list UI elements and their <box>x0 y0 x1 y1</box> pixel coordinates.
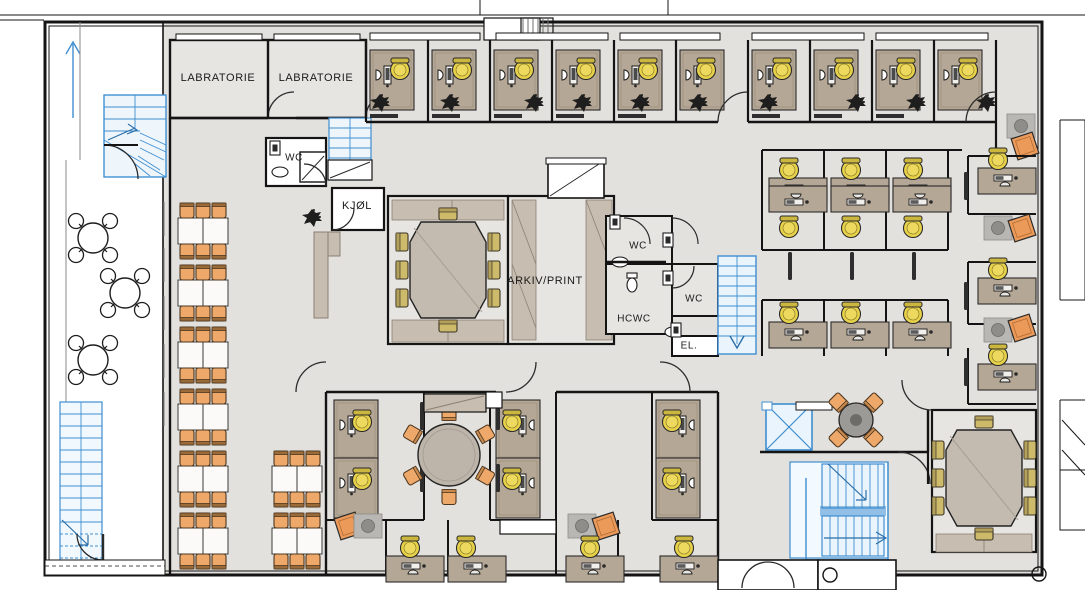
stair-straight-east <box>717 255 757 355</box>
office-cluster-south <box>295 361 720 583</box>
office-unit <box>369 49 415 118</box>
door-swing-north-corridor <box>717 91 749 123</box>
room-label-lab-1: LABRATORIE <box>181 72 256 84</box>
core-south <box>760 392 931 561</box>
office-row-east <box>964 147 1037 405</box>
office-unit <box>751 49 797 118</box>
room-labels: LABRATORIE LABRATORIE WC KJØL ARKIV/PRIN… <box>181 72 703 352</box>
right-context-lines <box>1059 119 1085 531</box>
office-unit <box>431 49 477 118</box>
open-plan-east <box>761 149 962 356</box>
room-label-wc-mid: WC <box>629 241 647 252</box>
room-label-hcwc: HCWC <box>617 314 651 325</box>
office-unit <box>495 457 541 519</box>
room-label-wc-top: WC <box>285 153 303 164</box>
office-unit <box>495 399 541 461</box>
office-row-northeast <box>746 32 1040 161</box>
office-unit <box>617 49 663 118</box>
office-row-north <box>364 32 749 124</box>
entrance-south <box>44 559 1047 590</box>
office-unit <box>655 457 701 519</box>
meeting-room-southeast <box>901 379 1038 554</box>
exit-arrow-west <box>65 40 81 118</box>
office-unit <box>679 49 725 113</box>
office-unit <box>493 49 545 118</box>
northwest-block <box>103 33 393 198</box>
office-unit <box>555 49 601 118</box>
office-unit <box>875 49 927 118</box>
wc-north <box>264 136 373 188</box>
room-label-el: EL. <box>681 341 698 352</box>
room-label-arkiv: ARKIV/PRINT <box>507 275 583 287</box>
room-label-wc-east: WC <box>685 294 703 305</box>
room-label-lab-2: LABRATORIE <box>279 72 354 84</box>
stair-straight-west <box>59 401 103 565</box>
canteen-west <box>163 198 341 575</box>
room-label-kjol: KJØL <box>342 200 372 212</box>
office-unit <box>813 49 867 118</box>
office-unit <box>655 399 701 461</box>
central-core <box>330 157 719 357</box>
